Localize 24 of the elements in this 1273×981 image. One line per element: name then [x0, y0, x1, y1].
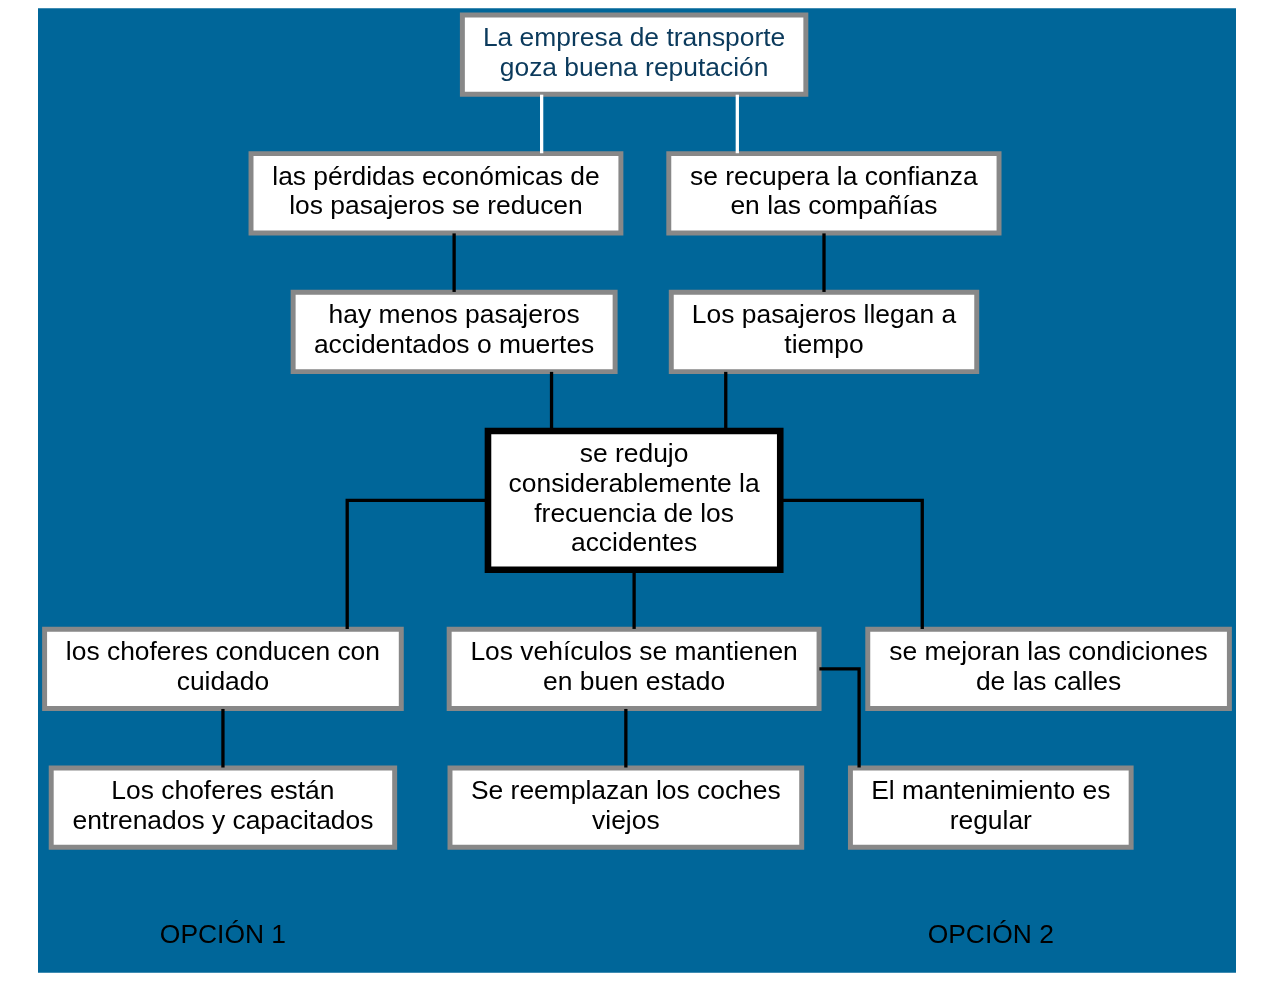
node-box: las pérdidas económicas de los pasajeros se reducen [248, 151, 623, 236]
node-box: se redujo considerablemente la frecuencia de los accidentes [484, 427, 784, 574]
connector [623, 708, 627, 768]
connector [735, 94, 739, 154]
node-box: La empresa de transporte goza buena reputación [459, 12, 808, 97]
node-box: Los pasajeros llegan a tiempo [668, 289, 979, 375]
node-box: se mejoran las condiciones de las calles [864, 626, 1232, 711]
connector [818, 667, 861, 768]
node-box: Los choferes están entrenados y capacitados [48, 765, 397, 850]
label: OPCIÓN 2 [927, 918, 1054, 949]
connector [723, 371, 727, 431]
node-box: los choferes conducen con cuidado [41, 626, 404, 711]
node-box: se recupera la confianza en las compañías [665, 151, 1001, 236]
node-box: Se reemplazan los coches viejos [447, 765, 804, 850]
node-box: hay menos pasajeros accidentados o muertes [290, 289, 618, 375]
connector [549, 371, 553, 431]
connector [451, 233, 456, 292]
connector [821, 233, 826, 292]
node-box: Los vehículos se mantienen en buen estado [446, 626, 822, 711]
connector [220, 708, 225, 768]
label: OPCIÓN 1 [159, 918, 286, 949]
connector [345, 498, 488, 629]
connector [539, 94, 543, 154]
node-box: El mantenimiento es regular [847, 765, 1134, 850]
